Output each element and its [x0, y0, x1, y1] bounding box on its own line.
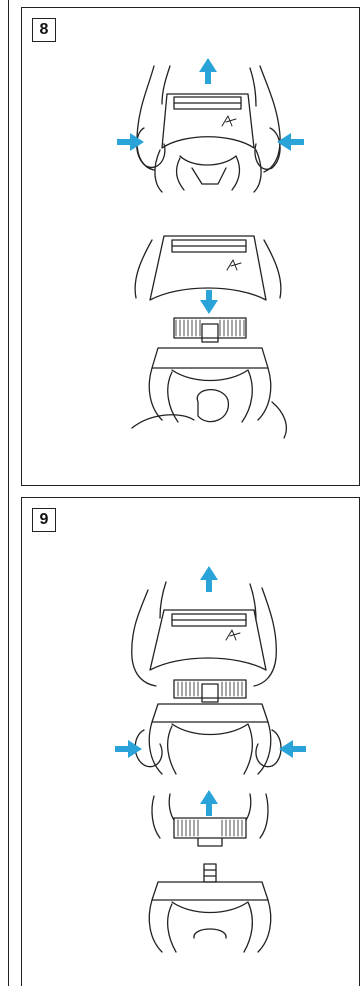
arrow-up-icon	[200, 790, 218, 816]
step-8-panel: 8	[21, 7, 360, 486]
page-margin-rule	[8, 0, 9, 986]
shaver-head-remove-blade	[132, 236, 286, 438]
arrow-right-icon	[115, 740, 142, 758]
arrow-up-icon	[199, 58, 217, 84]
arrow-right-icon	[117, 133, 144, 151]
step-9-illustration	[22, 498, 361, 987]
step-9-panel: 9	[21, 497, 360, 986]
blade-lift-off	[149, 794, 271, 952]
shaver-head-lift-frame	[132, 582, 281, 774]
arrow-left-icon	[279, 740, 306, 758]
arrow-up-icon	[200, 566, 218, 592]
arrow-down-icon	[200, 290, 218, 314]
step-8-illustration	[22, 8, 361, 487]
arrow-left-icon	[277, 133, 304, 151]
shaver-head-remove-frame	[137, 66, 280, 192]
